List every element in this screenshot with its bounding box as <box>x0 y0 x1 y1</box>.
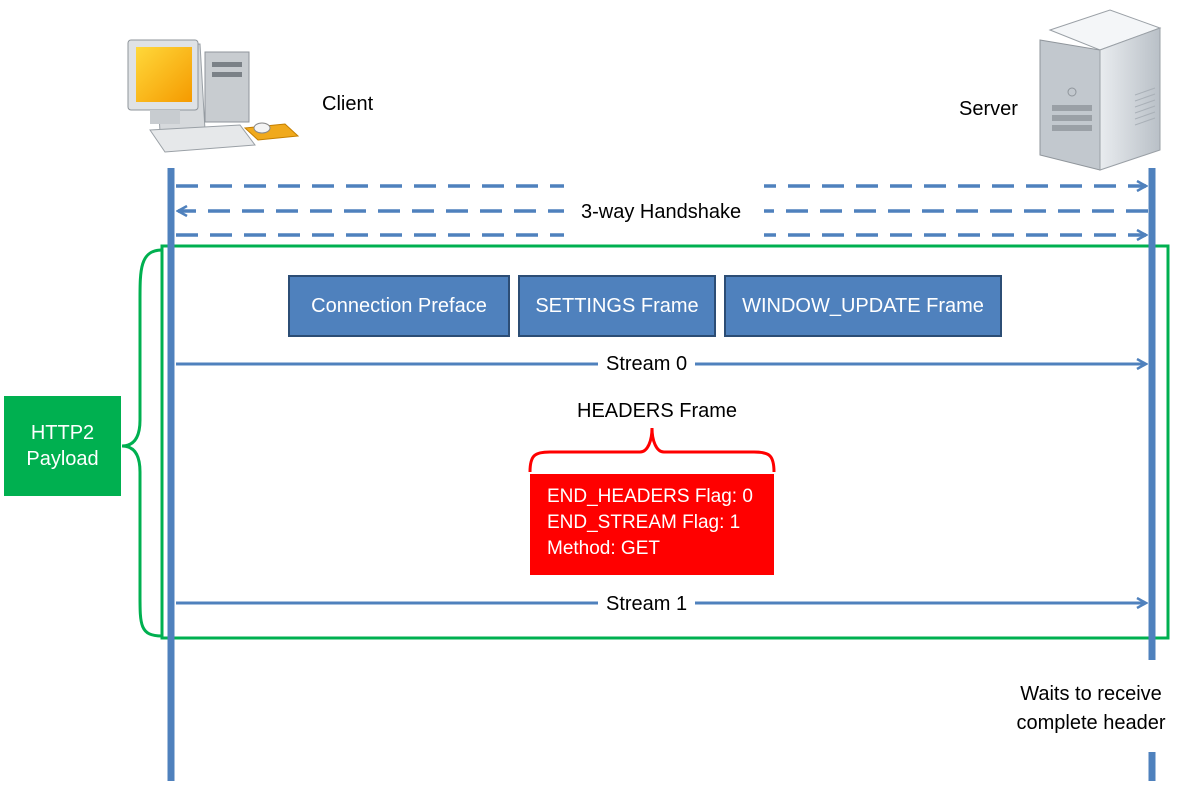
payload-brace <box>121 248 163 638</box>
note-line1: Waits to receive <box>1020 683 1162 705</box>
headers-frame-details: END_HEADERS Flag: 0 END_STREAM Flag: 1 M… <box>530 474 774 575</box>
server-tower-icon <box>1039 9 1162 171</box>
payload-line1: HTTP2 <box>30 422 95 444</box>
handshake-label: 3-way Handshake <box>581 201 742 223</box>
note-line2: complete header <box>1016 712 1166 734</box>
end-stream-flag: END_STREAM Flag: 1 <box>547 512 741 533</box>
headers-brace <box>528 427 776 473</box>
desktop-computer-icon <box>127 39 300 153</box>
connection-preface-frame: Connection Preface <box>288 275 510 337</box>
stream0-label: Stream 0 <box>598 352 696 376</box>
end-headers-flag: END_HEADERS Flag: 0 <box>547 486 753 507</box>
window-update-frame: WINDOW_UPDATE Frame <box>724 275 1002 337</box>
http2-payload-label: HTTP2 Payload <box>4 396 121 496</box>
server-wait-note: Waits to receive complete header <box>1006 680 1176 738</box>
client-label: Client <box>322 93 374 115</box>
stream1-label: Stream 1 <box>598 592 696 616</box>
settings-frame: SETTINGS Frame <box>518 275 716 337</box>
server-label: Server <box>959 98 1018 120</box>
headers-frame-title: HEADERS Frame <box>577 400 738 422</box>
payload-line2: Payload <box>26 448 99 470</box>
payload-region <box>160 244 1170 640</box>
method-line: Method: GET <box>547 538 660 559</box>
